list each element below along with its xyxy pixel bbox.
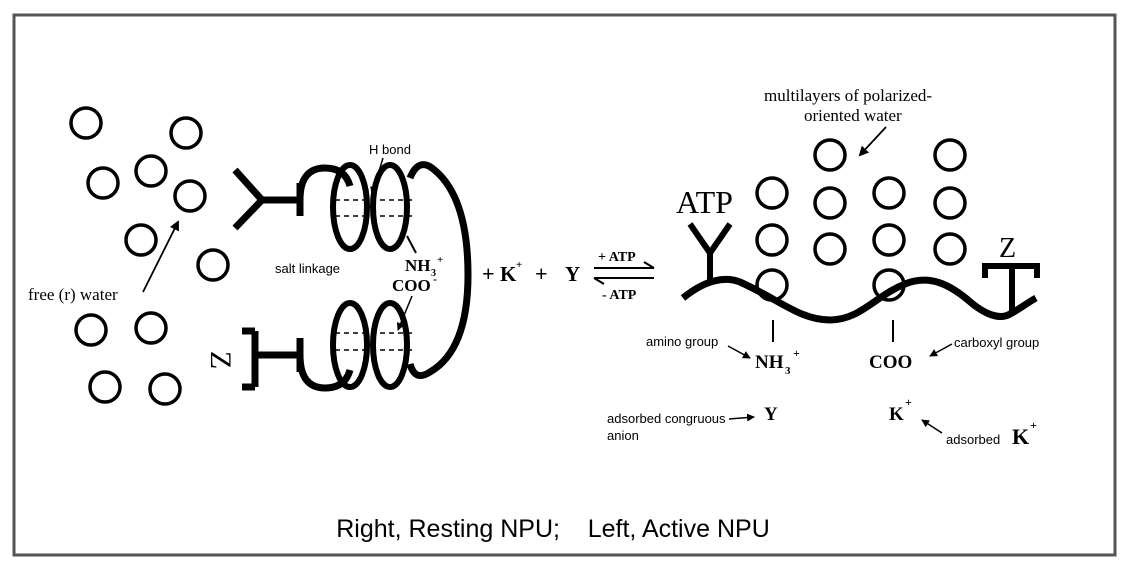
water-molecule [134,154,168,188]
svg-text:K: K [1012,424,1029,449]
nh3-bond [406,235,417,254]
water-molecule [813,232,847,266]
water-molecule [933,138,967,172]
water-molecule [872,176,906,210]
water-molecule [69,106,103,140]
adsorbed-anion-label-line1: adsorbed congruous [607,411,726,426]
svg-text:COO: COO [392,276,431,295]
diagram-frame [12,13,1117,557]
water-molecule [134,311,168,345]
water-molecule [173,179,207,213]
svg-text:+: + [793,346,800,360]
free-water-arrow [142,220,179,293]
water-molecule [148,372,182,406]
water-molecule [933,232,967,266]
carboxyl-group-arrow [929,343,953,357]
svg-text:K: K [889,404,904,425]
svg-text:-: - [433,272,437,286]
water-molecule [88,370,122,404]
svg-text:+: + [535,261,548,286]
resting-protein-chain [232,161,472,392]
left-coo-label: COO - [392,272,437,295]
h-bonds [335,199,412,351]
svg-text:K: K [500,262,517,286]
adsorbed-k-label: adsorbed [946,432,1000,447]
water-molecule [755,223,789,257]
equilibrium-arrows [593,261,655,285]
svg-text:Y: Y [565,262,580,286]
extended-protein-chain [680,275,1038,324]
right-z-label: Z [999,233,1016,264]
minus-atp-label: - ATP [602,288,637,303]
h-bond-arrow [370,157,384,195]
multilayers-label-line2: oriented water [804,106,902,125]
adsorbed-y-ion: Y [764,404,778,425]
adsorbed-k-label-ion: K + [1012,418,1037,449]
free-water-molecules [69,106,230,406]
plus-atp-label: + ATP [598,250,636,265]
z-anchor [982,263,1040,314]
water-molecule [813,186,847,220]
left-nh3-label: NH 3 + [405,254,443,279]
water-molecule [196,248,230,282]
water-molecule [169,116,203,150]
svg-text:NH: NH [405,256,431,275]
svg-text:+: + [516,259,522,271]
svg-text:+: + [1030,418,1037,432]
water-molecule [86,166,120,200]
svg-text:3: 3 [785,365,791,377]
h-bond-label: H bond [369,142,411,157]
water-molecule [755,176,789,210]
multilayers-arrow [858,126,887,157]
svg-text:3: 3 [431,268,436,279]
svg-text:+: + [905,395,912,409]
water-molecule [74,313,108,347]
water-molecule [813,138,847,172]
salt-linkage-label: salt linkage [275,261,340,276]
atp-label: ATP [676,184,733,220]
water-molecule [872,223,906,257]
multilayers-label-line1: multilayers of polarized- [764,86,932,105]
right-coo-label: COO [869,352,912,373]
svg-text:NH: NH [755,352,784,373]
adsorbed-anion-arrow [728,413,755,422]
svg-text:+: + [482,261,495,286]
polarized-water-molecules [755,138,967,302]
reaction-terms: + K + + Y [482,259,580,286]
water-molecule [124,223,158,257]
adsorbed-k-ion: K + [889,395,912,425]
adsorbed-k-arrow [921,419,943,434]
carboxyl-group-label: carboxyl group [954,335,1039,350]
right-nh3-label: NH 3 + [755,346,800,377]
svg-text:+: + [437,254,443,266]
left-z-label: Z [204,351,237,369]
figure-caption: Right, Resting NPU; Left, Active NPU [336,515,770,543]
atp-receptor [687,222,733,284]
upper-helix [330,162,410,252]
amino-group-label: amino group [646,334,718,349]
amino-group-arrow [727,345,751,359]
lower-helix [330,300,410,390]
adsorbed-anion-label-line2: anion [607,428,639,443]
coo-arrow [396,295,413,331]
water-molecule [933,186,967,220]
free-water-label: free (r) water [28,285,118,304]
